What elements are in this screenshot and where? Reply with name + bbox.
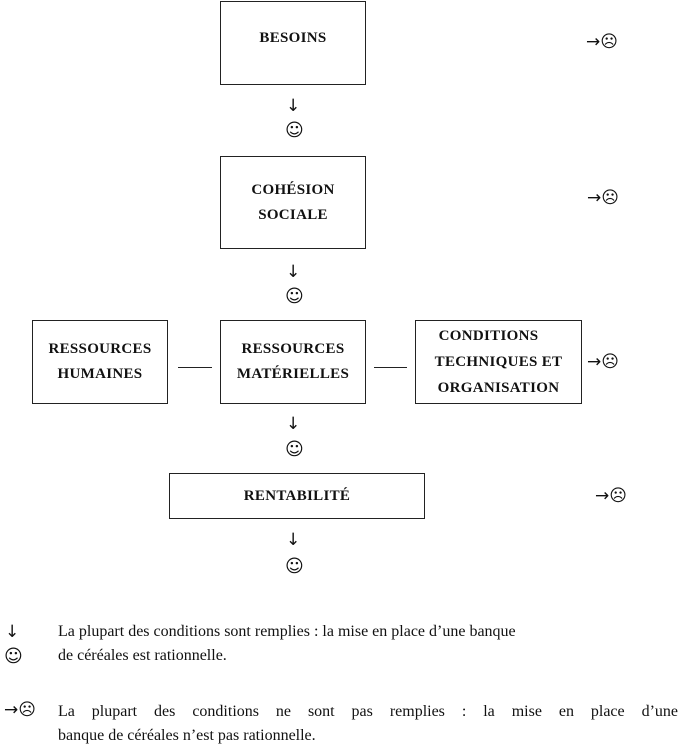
legend-arrow-frown-icon: →☹: [4, 700, 36, 720]
box-cohesion-line2: SOCIALE: [258, 206, 328, 223]
legend-negative-text: La plupart des conditions ne sont pas re…: [58, 700, 678, 748]
arrow-frown-icon: →☹: [586, 32, 618, 52]
connector-rh-rm: [178, 367, 212, 368]
box-ressources-humaines: RESSOURCES HUMAINES: [32, 320, 168, 404]
down-arrow-icon: ↓: [286, 96, 301, 116]
box-rh-line1: RESSOURCES: [48, 341, 152, 357]
box-ct-line3: ORGANISATION: [437, 380, 560, 396]
legend-negative-line2: banque de céréales n’est pas rationnelle…: [58, 727, 316, 744]
legend-negative-line1: La plupart des conditions ne sont pas re…: [58, 703, 678, 720]
box-cohesion-line1: COHÉSION: [251, 181, 335, 198]
smiley-icon: ☺: [285, 286, 304, 307]
box-besoins: BESOINS: [220, 1, 366, 85]
legend-positive-text: La plupart des conditions sont remplies …: [58, 620, 678, 668]
box-rentabilite: RENTABILITÉ: [169, 473, 425, 519]
smiley-icon: ☺: [285, 120, 304, 141]
box-ct-line2: TECHNIQUES ET: [434, 354, 563, 370]
connector-rm-ct: [374, 367, 407, 368]
box-rh-line2: HUMAINES: [57, 366, 143, 382]
down-arrow-icon: ↓: [286, 414, 301, 434]
box-rm-line2: MATÉRIELLES: [236, 366, 350, 382]
down-arrow-icon: ↓: [286, 262, 301, 282]
smiley-icon: ☺: [285, 556, 304, 577]
box-ressources-materielles: RESSOURCES MATÉRIELLES: [220, 320, 366, 404]
legend-down-arrow-icon: ↓: [5, 622, 20, 642]
box-rm-line1: RESSOURCES: [241, 341, 345, 357]
box-cohesion-sociale: COHÉSION SOCIALE: [220, 156, 366, 249]
down-arrow-icon: ↓: [286, 530, 301, 550]
arrow-frown-icon: →☹: [587, 188, 619, 208]
box-besoins-label: BESOINS: [259, 29, 327, 46]
smiley-icon: ☺: [285, 439, 304, 460]
box-conditions-techniques: CONDITIONS TECHNIQUES ET ORGANISATION: [415, 320, 582, 404]
arrow-frown-icon: →☹: [587, 352, 619, 372]
arrow-frown-icon: →☹: [595, 486, 627, 506]
box-rentabilite-label: RENTABILITÉ: [243, 487, 351, 504]
box-ct-line1: CONDITIONS: [438, 328, 539, 344]
legend-positive-line2: de céréales est rationnelle.: [58, 647, 227, 664]
legend-positive-line1: La plupart des conditions sont remplies …: [58, 623, 516, 640]
legend-smiley-icon: ☺: [4, 646, 23, 667]
